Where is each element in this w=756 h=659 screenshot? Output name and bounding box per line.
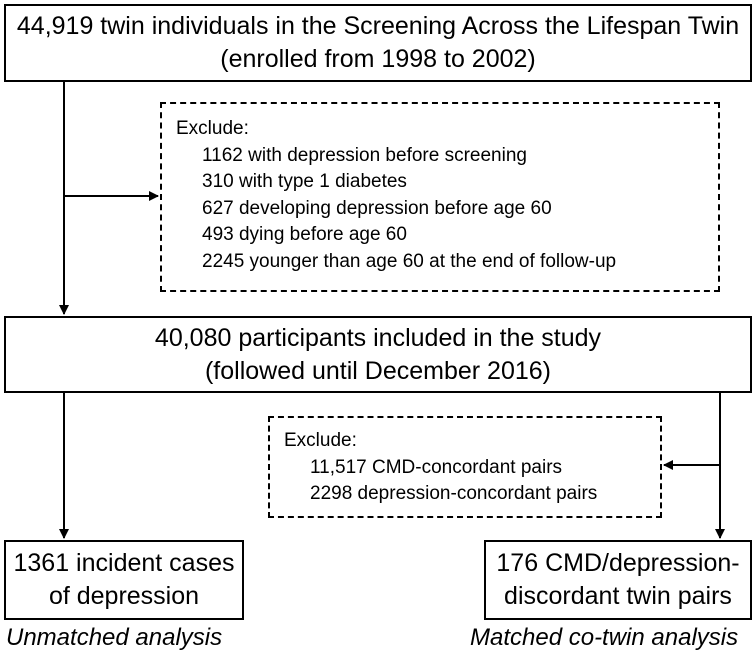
exclusion-1-item: 1162 with depression before screening bbox=[202, 144, 527, 166]
right-result-line2: discordant twin pairs bbox=[504, 582, 732, 610]
exclusion-1-item: 310 with type 1 diabetes bbox=[202, 171, 407, 193]
right-result-caption: Matched co-twin analysis bbox=[470, 624, 739, 651]
exclusion-1-item: 493 dying before age 60 bbox=[202, 224, 407, 246]
top-box-line2: (enrolled from 1998 to 2002) bbox=[220, 45, 536, 73]
exclusion-box-1: Exclude: 1162 with depression before scr… bbox=[160, 102, 720, 292]
top-box-line1: 44,919 twin individuals in the Screening… bbox=[16, 12, 740, 40]
left-result-box: 1361 incident cases of depression bbox=[4, 540, 244, 620]
right-result-box: 176 CMD/depression- discordant twin pair… bbox=[484, 540, 752, 620]
exclusion-2-item: 2298 depression-concordant pairs bbox=[310, 483, 598, 505]
left-result-caption: Unmatched analysis bbox=[6, 624, 223, 651]
left-result-line2: of depression bbox=[48, 582, 200, 610]
middle-box-line2: (followed until December 2016) bbox=[204, 356, 551, 385]
exclusion-1-title: Exclude: bbox=[176, 118, 249, 139]
middle-box-line1: 40,080 participants included in the stud… bbox=[154, 323, 602, 352]
exclusion-box-2: Exclude: 11,517 CMD-concordant pairs 229… bbox=[268, 416, 662, 518]
right-result-line1: 176 CMD/depression- bbox=[496, 549, 740, 577]
exclusion-1-item: 2245 younger than age 60 at the end of f… bbox=[202, 250, 617, 272]
exclusion-2-item: 11,517 CMD-concordant pairs bbox=[310, 456, 563, 478]
exclusion-2-title: Exclude: bbox=[284, 430, 357, 451]
left-result-line1: 1361 incident cases bbox=[13, 549, 235, 577]
top-box: 44,919 twin individuals in the Screening… bbox=[4, 4, 752, 82]
exclusion-1-item: 627 developing depression before age 60 bbox=[202, 197, 552, 219]
middle-box: 40,080 participants included in the stud… bbox=[4, 316, 752, 393]
